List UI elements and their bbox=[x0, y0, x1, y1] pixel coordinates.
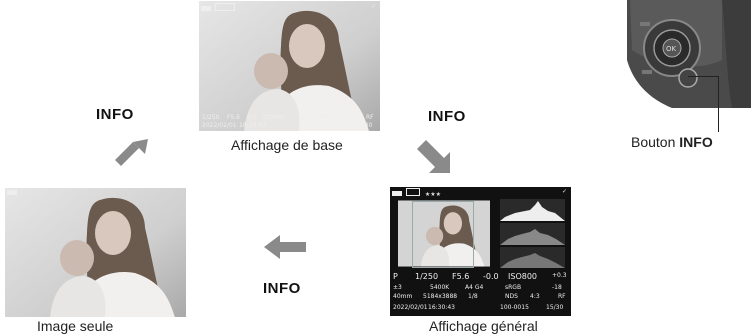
info-label-left: INFO bbox=[263, 280, 301, 297]
overall-date: 2022/02/01 bbox=[393, 304, 428, 311]
overall-picture: ±3 bbox=[393, 284, 402, 291]
caption-basic-display: Affichage de base bbox=[231, 137, 343, 153]
overall-shutter: 1/250 bbox=[415, 272, 439, 281]
overall-flash: -18 bbox=[552, 284, 562, 291]
overall-focal: 40mm bbox=[393, 293, 413, 300]
info-label-down: INFO bbox=[428, 108, 466, 125]
overall-histogram bbox=[500, 199, 565, 268]
basic-file: 100-0015 bbox=[309, 122, 338, 129]
caption-button-word: Bouton bbox=[631, 134, 676, 150]
basic-iso: ISO800 bbox=[263, 114, 285, 121]
overall-aperture: F5.6 bbox=[452, 272, 470, 281]
overall-format: RF bbox=[558, 293, 566, 300]
overall-quality: NDS bbox=[505, 293, 518, 300]
camera-back-illustration: OK bbox=[622, 0, 751, 108]
basic-display-photo bbox=[199, 1, 380, 131]
basic-display-screen: ✓ 1/250 F5.6 0.0 ISO800 NDS 4:3 RF 2022/… bbox=[199, 1, 380, 131]
overall-size: 5184x3888 bbox=[423, 293, 458, 300]
overall-focus-frame bbox=[412, 201, 474, 268]
caption-info-word: INFO bbox=[679, 134, 713, 150]
basic-date: 2022/02/01 bbox=[202, 122, 237, 129]
arrow-left-icon bbox=[264, 235, 306, 259]
basic-exposure: 0.0 bbox=[247, 114, 257, 121]
overall-color: sRGB bbox=[505, 284, 522, 291]
overall-ratio: 1/8 bbox=[468, 293, 478, 300]
basic-time: 16:30:43 bbox=[239, 122, 266, 129]
overall-rating: ★★★ bbox=[424, 191, 441, 198]
overall-display-screen: ★★★ ✓ P 1/250 F5.6 -0.0 ISO800 +0.3 ±3 5… bbox=[390, 187, 571, 316]
overall-file: 100-0015 bbox=[500, 304, 529, 311]
basic-shutter: 1/250 bbox=[202, 114, 220, 121]
overall-wb-shift: A4 G4 bbox=[465, 284, 484, 291]
overall-wb: 5400K bbox=[430, 284, 450, 291]
overall-display-photo bbox=[398, 200, 490, 267]
arrow-up-right-icon bbox=[115, 139, 148, 166]
svg-text:OK: OK bbox=[666, 45, 677, 53]
arrow-down-right-icon bbox=[417, 140, 450, 173]
image-only-screen bbox=[5, 188, 186, 317]
overall-iso: ISO800 bbox=[508, 272, 538, 281]
basic-aperture: F5.6 bbox=[227, 114, 240, 121]
overall-top-icons: ★★★ ✓ bbox=[392, 188, 569, 198]
info-button-pointer-line bbox=[688, 76, 718, 77]
overall-aspect: 4:3 bbox=[530, 293, 540, 300]
basic-format: RF bbox=[366, 114, 374, 121]
caption-image-only: Image seule bbox=[37, 318, 114, 334]
image-only-photo bbox=[5, 188, 186, 317]
basic-frame: 15/30 bbox=[355, 122, 373, 129]
overall-ev: +0.3 bbox=[552, 272, 567, 279]
basic-quality: NDS bbox=[319, 114, 332, 121]
image-only-battery-icon bbox=[7, 190, 17, 197]
overall-exposure: -0.0 bbox=[483, 272, 499, 281]
overall-mode: P bbox=[393, 272, 398, 281]
caption-info-button: Bouton INFO bbox=[631, 134, 713, 150]
info-button-pointer-line-vertical bbox=[718, 76, 719, 132]
basic-aspect: 4:3 bbox=[341, 114, 351, 121]
caption-overall-display: Affichage général bbox=[429, 318, 538, 334]
info-label-up: INFO bbox=[96, 106, 134, 123]
basic-top-icons: ✓ bbox=[201, 3, 378, 11]
overall-time: 16:30:43 bbox=[428, 304, 455, 311]
overall-frame: 15/30 bbox=[546, 304, 564, 311]
